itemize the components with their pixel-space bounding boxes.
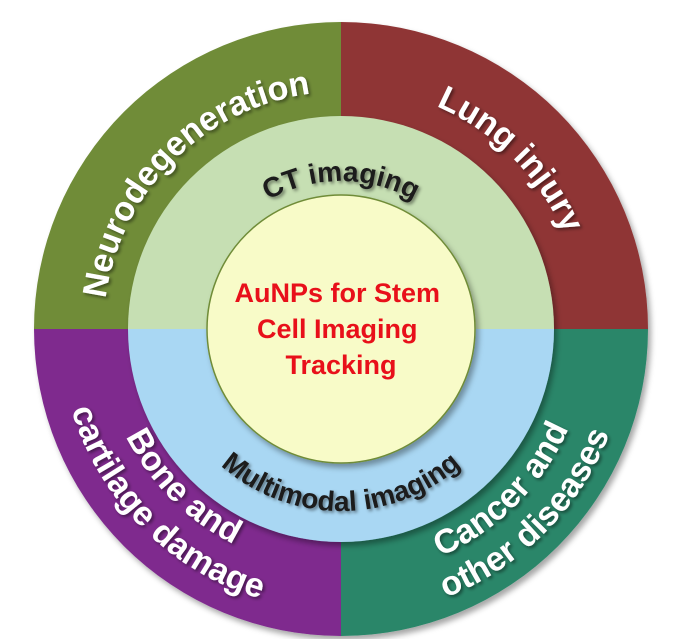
center-title-line1: AuNPs for Stem <box>234 278 440 308</box>
center-title-line3: Tracking <box>285 350 396 380</box>
center-title-line2: Cell Imaging <box>257 314 418 344</box>
center-circle <box>206 194 476 464</box>
center-title: AuNPs for Stem Cell Imaging Tracking <box>234 278 447 380</box>
